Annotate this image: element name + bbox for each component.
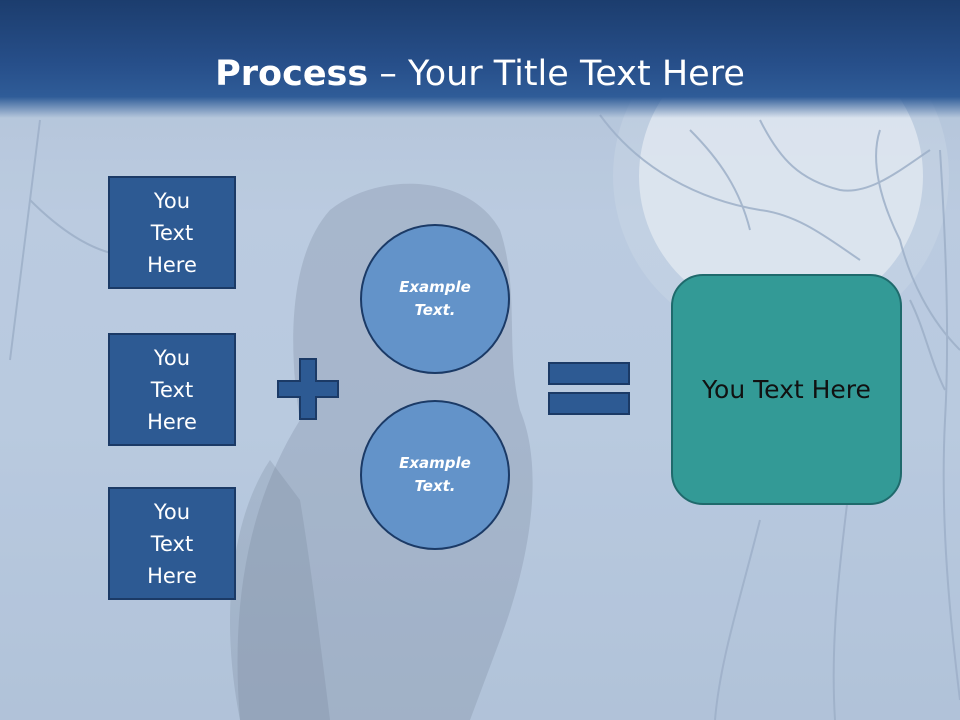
input-box-label: You Text Here (147, 499, 197, 588)
input-box-2: You Text Here (108, 333, 236, 446)
example-circle-1: Example Text. (360, 224, 510, 374)
result-label: You Text Here (702, 375, 871, 404)
input-box-1: You Text Here (108, 176, 236, 289)
input-box-label: You Text Here (147, 188, 197, 277)
input-box-label: You Text Here (147, 345, 197, 434)
equals-icon (548, 362, 630, 415)
example-circle-2: Example Text. (360, 400, 510, 550)
circle-label: Example Text. (399, 454, 471, 495)
title-bold: Process (215, 54, 369, 94)
circle-label: Example Text. (399, 278, 471, 319)
title-rest: – Your Title Text Here (368, 54, 745, 94)
result-box: You Text Here (671, 274, 902, 505)
slide-title: Process – Your Title Text Here (0, 52, 960, 96)
input-box-3: You Text Here (108, 487, 236, 600)
title-bar (0, 0, 960, 118)
plus-icon (277, 358, 339, 420)
